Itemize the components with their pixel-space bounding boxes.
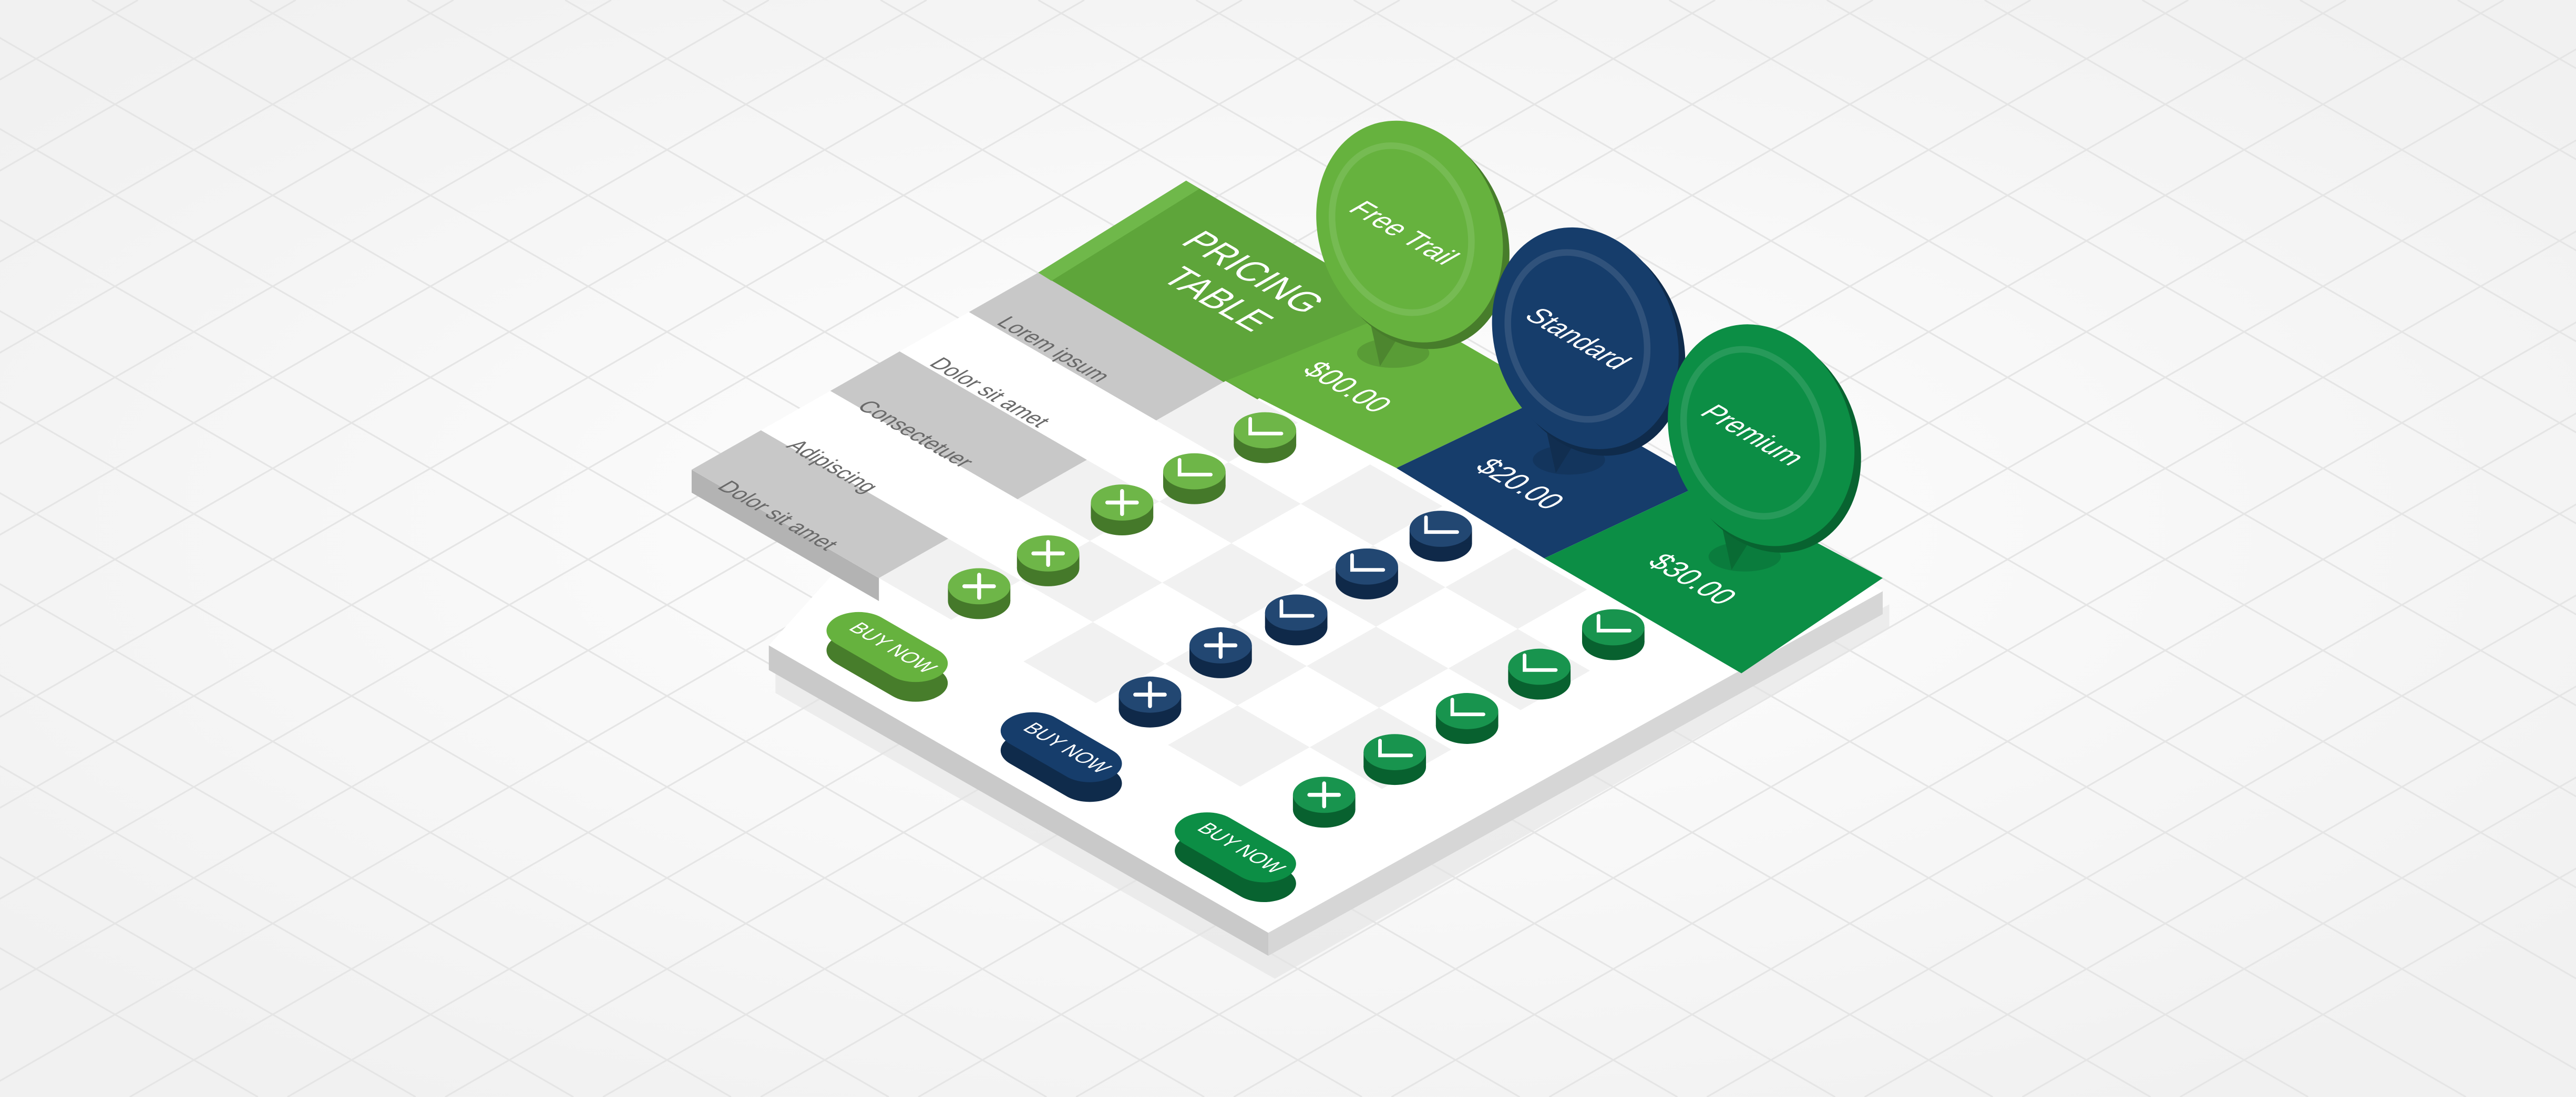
grid-cell [1445, 547, 1587, 629]
check-icon [1508, 648, 1571, 700]
grid-cell [1168, 705, 1310, 787]
plus-icon [1017, 535, 1080, 586]
check-icon [1363, 734, 1426, 785]
price-cell [1225, 308, 1551, 468]
grid-cell [1307, 626, 1449, 708]
price-cell [1544, 482, 1883, 674]
grid-cell [1162, 543, 1304, 625]
check-icon [1265, 594, 1328, 646]
buy-now-button[interactable]: BUY NOW [987, 705, 1135, 810]
check-icon [1409, 511, 1472, 562]
feature-label-band [691, 272, 1226, 602]
plan-marker: Free Trail [1316, 120, 1510, 368]
check-icon [1234, 412, 1297, 463]
price-cell [1396, 394, 1706, 558]
plan-marker: Premium [1668, 324, 1861, 572]
plus-icon [1189, 627, 1252, 678]
grid-cell [1300, 464, 1443, 546]
check-icon [1163, 453, 1226, 504]
plus-icon [1292, 777, 1356, 828]
price-cells: $00.00$20.00$30.00 [1225, 308, 1883, 674]
plus-icon [948, 568, 1011, 619]
plus-icon [1091, 484, 1154, 535]
check-icon [1582, 609, 1645, 660]
plus-icon [1118, 676, 1182, 728]
check-icon [1435, 693, 1499, 744]
plan-marker: Standard [1492, 227, 1686, 475]
check-icon [1336, 548, 1398, 599]
